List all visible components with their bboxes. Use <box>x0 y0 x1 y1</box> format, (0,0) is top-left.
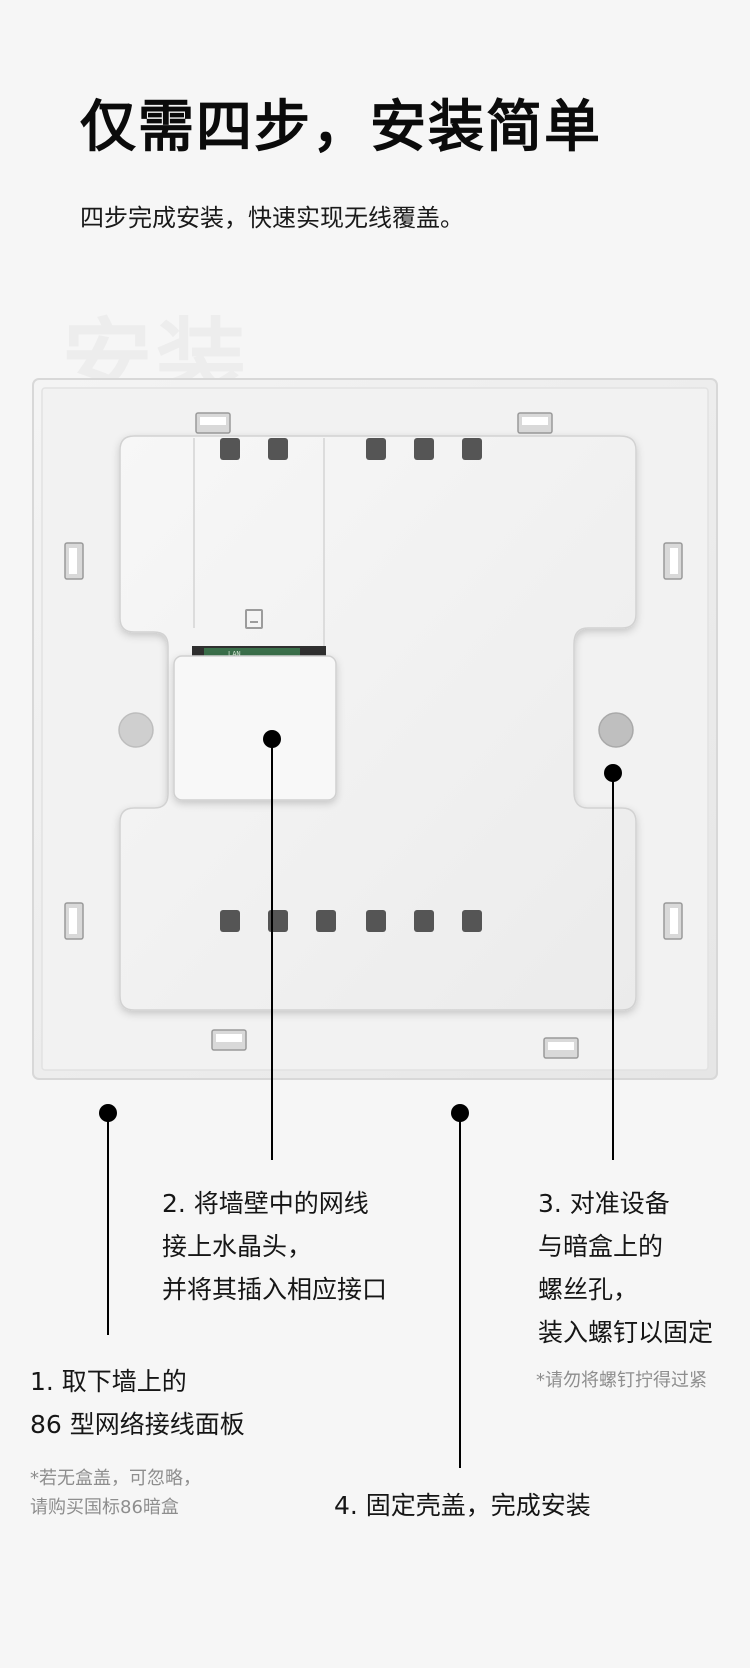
device-body <box>119 435 637 1011</box>
vent-slots-bottom <box>220 910 482 932</box>
page-subtitle: 四步完成安装，快速实现无线覆盖。 <box>80 204 464 232</box>
step-3-text: 3. 对准设备 与暗盒上的 螺丝孔， 装入螺钉以固定 <box>538 1189 714 1347</box>
step-1-note: *若无盒盖，可忽略， 请购买国标86暗盒 <box>30 1468 201 1518</box>
screw-hole-right <box>598 712 634 748</box>
port-label: LAN <box>228 650 241 658</box>
callout-line-2 <box>271 739 273 1160</box>
callout-line-1 <box>107 1113 109 1335</box>
screw-hole-left <box>118 712 154 748</box>
callout-line-3 <box>612 773 614 1160</box>
rj45-block <box>173 655 337 801</box>
callout-line-4 <box>459 1113 461 1468</box>
step-1-text: 1. 取下墙上的 86 型网络接线面板 <box>30 1367 245 1439</box>
step-4-text: 4. 固定壳盖，完成安装 <box>334 1491 591 1520</box>
step-2-text: 2. 将墙壁中的网线 接上水晶头， 并将其插入相应接口 <box>162 1189 388 1304</box>
wall-panel-back-illustration: LAN <box>32 378 718 1080</box>
step-3-note: *请勿将螺钉拧得过紧 <box>536 1370 707 1391</box>
page-title: 仅需四步，安装简单 <box>80 95 602 160</box>
lan-port-icon <box>245 609 263 629</box>
vent-slots-top <box>220 438 482 460</box>
